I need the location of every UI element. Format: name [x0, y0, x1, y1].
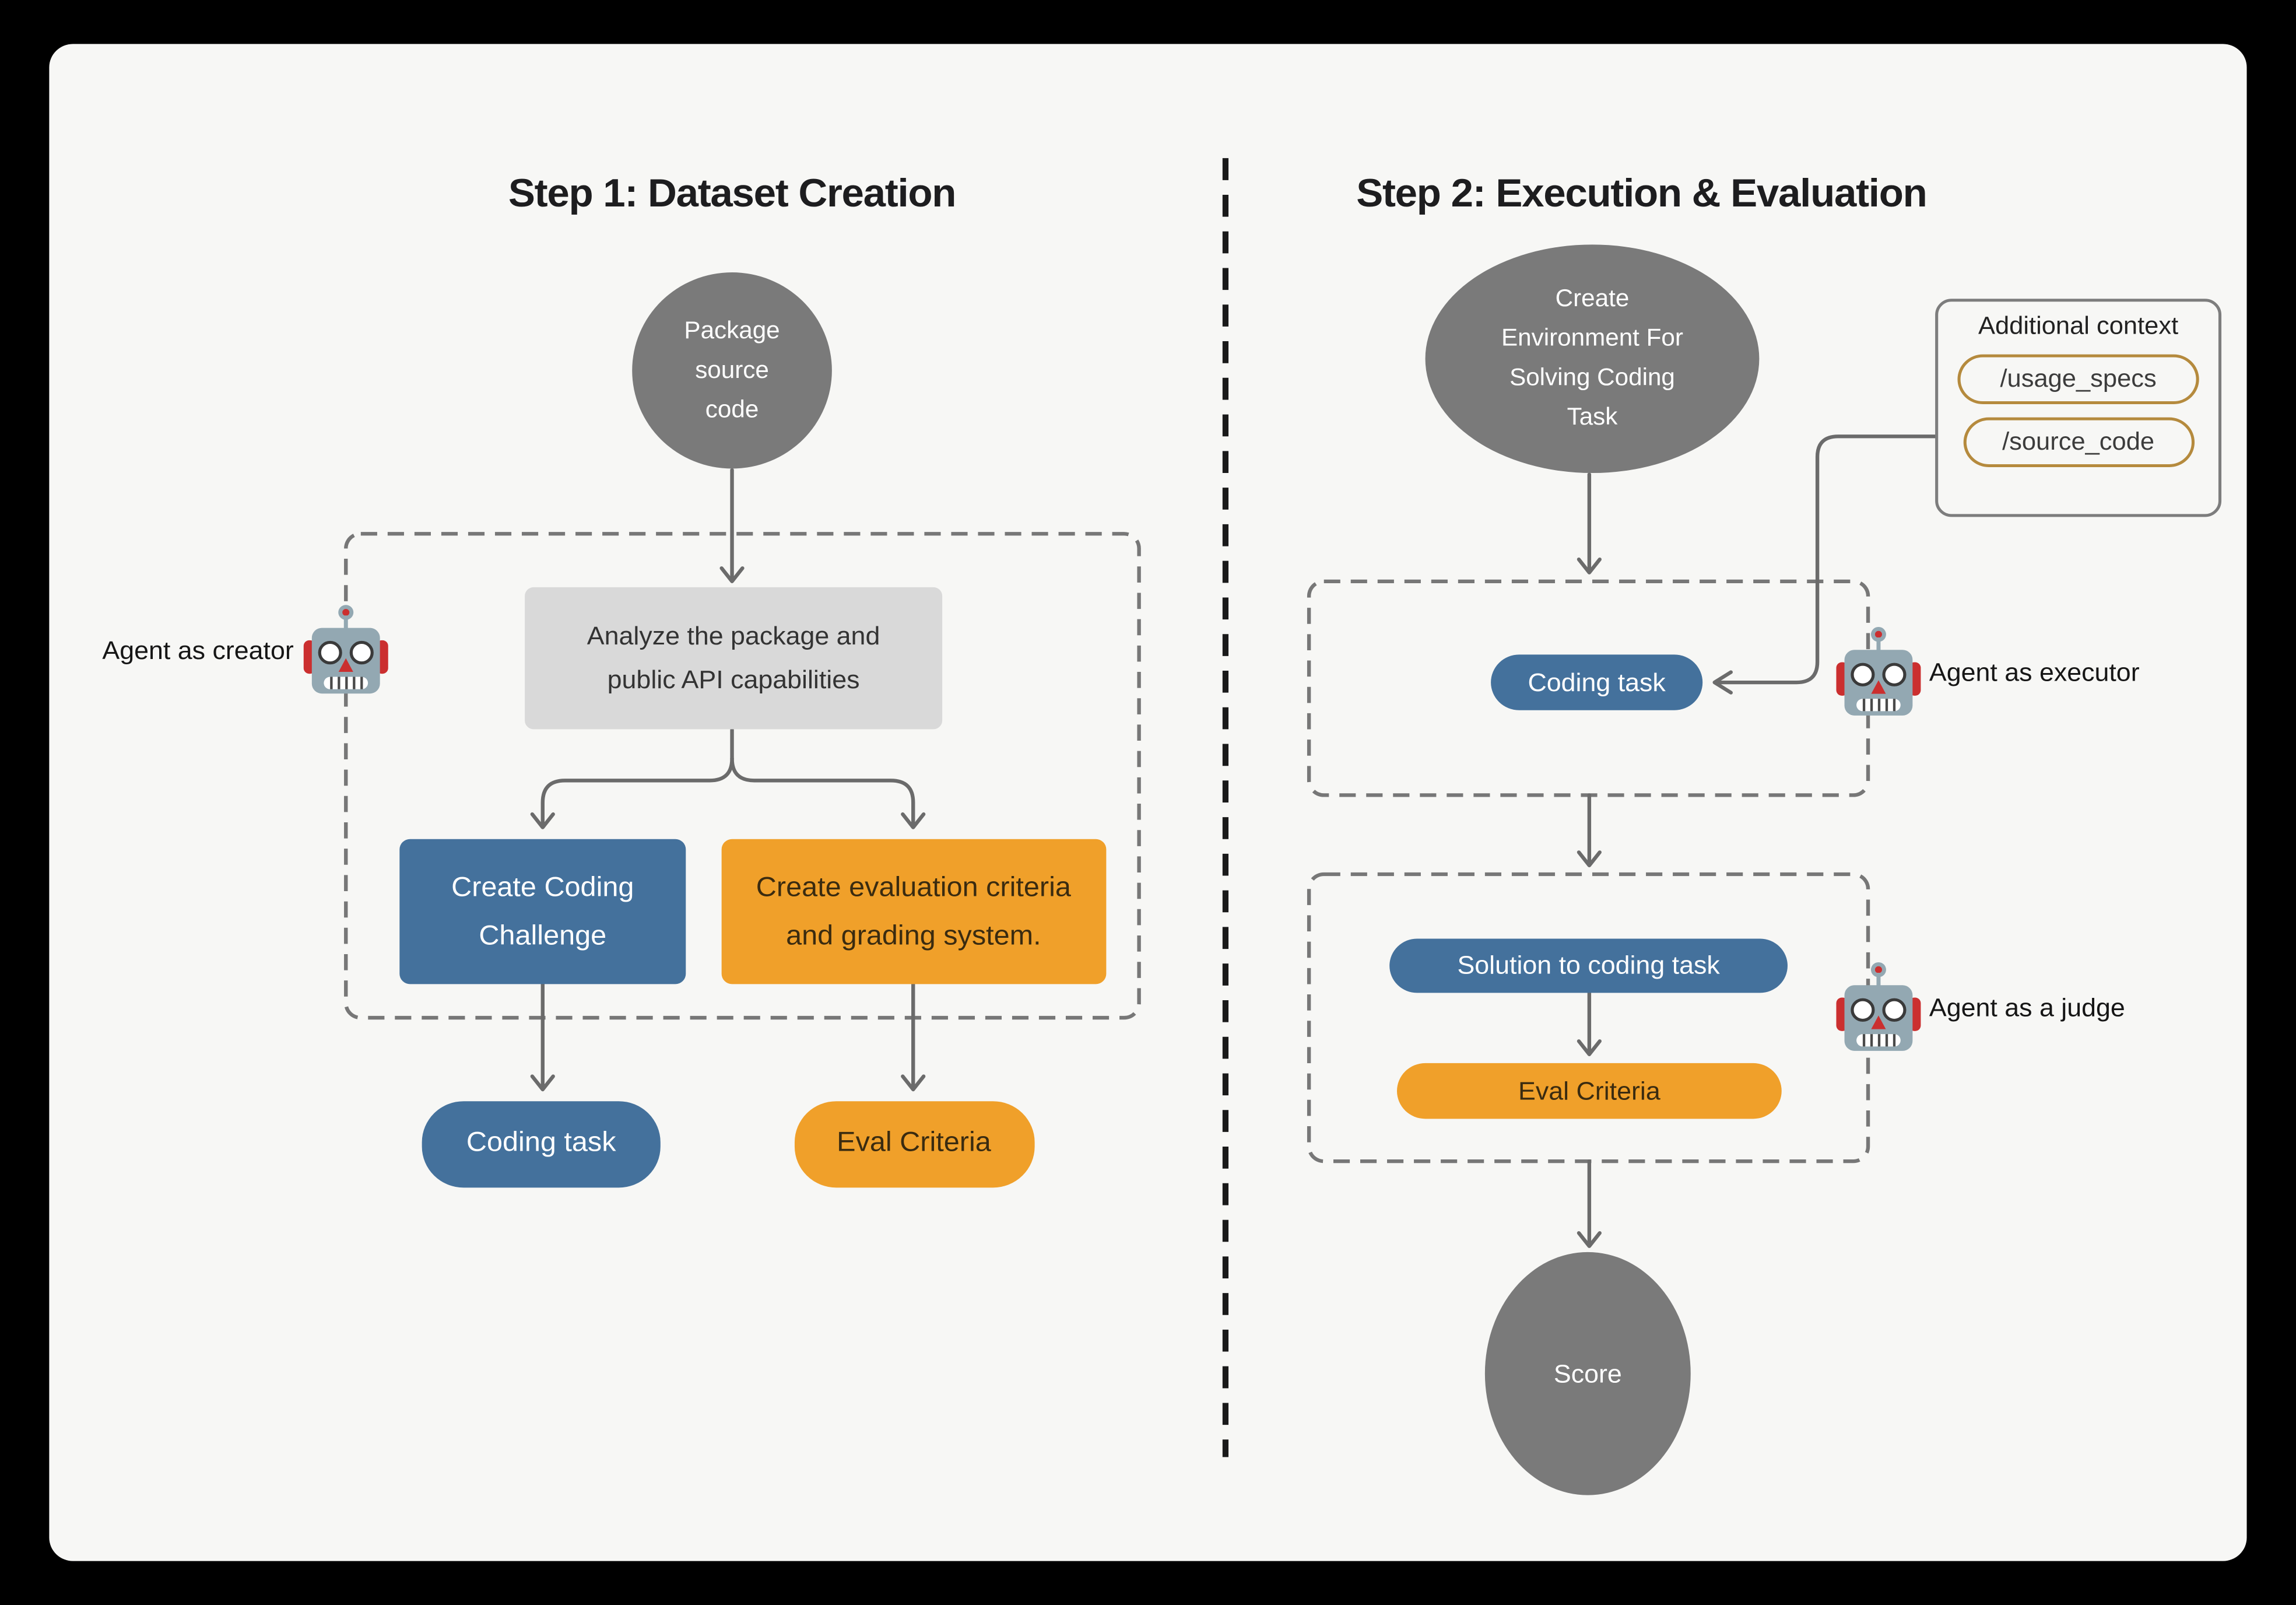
- eval-criteria-pill-step2: Eval Criteria: [1397, 1063, 1782, 1119]
- coding-task-pill-step1: Coding task: [422, 1100, 661, 1187]
- step2-title: Step 2: Execution & Evaluation: [1356, 171, 1928, 216]
- solution-to-coding-task-pill: Solution to coding task: [1389, 938, 1788, 993]
- agent-executor-label: Agent as executor: [1929, 657, 2140, 687]
- diagram-card: [49, 44, 2247, 1561]
- robot-judge-icon: [1835, 959, 1922, 1056]
- robot-executor-icon: [1835, 624, 1922, 721]
- score-node: Score: [1484, 1252, 1691, 1495]
- agent-creator-label: Agent as creator: [102, 635, 294, 665]
- agent-judge-label: Agent as a judge: [1929, 993, 2125, 1022]
- eval-criteria-pill-step1: Eval Criteria: [794, 1100, 1034, 1187]
- create-coding-challenge-box: Create Coding Challenge: [399, 839, 686, 984]
- usage-specs-pill: /usage_specs: [1957, 354, 2199, 405]
- step1-title: Step 1: Dataset Creation: [508, 171, 957, 216]
- source-code-pill: /source_code: [1963, 417, 2194, 467]
- analyze-package-box: Analyze the package and public API capab…: [525, 586, 943, 730]
- coding-task-pill-step2: Coding task: [1491, 654, 1703, 710]
- additional-context-title: Additional context: [1978, 311, 2179, 340]
- robot-creator-icon: [303, 602, 389, 699]
- package-source-code-node: Package source code: [632, 272, 832, 469]
- create-evaluation-criteria-box: Create evaluation criteria and grading s…: [721, 839, 1107, 984]
- create-environment-node: Create Environment For Solving Coding Ta…: [1425, 244, 1760, 474]
- additional-context-box: Additional context /usage_specs /source_…: [1935, 299, 2222, 517]
